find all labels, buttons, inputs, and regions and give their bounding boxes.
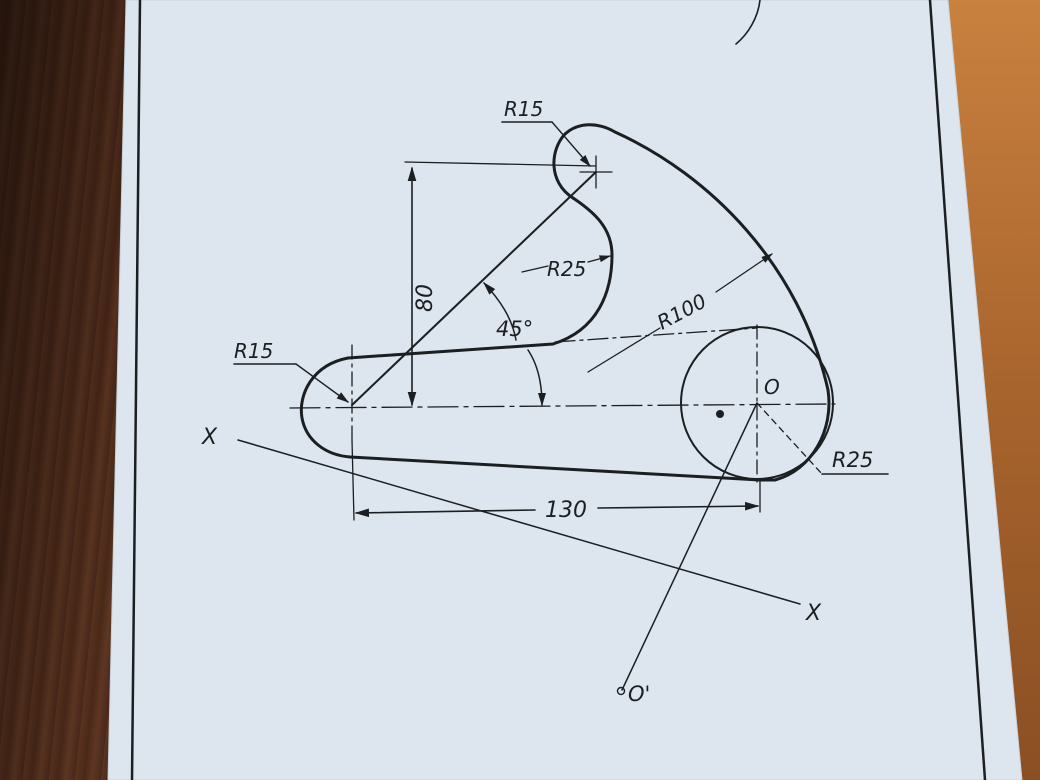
- frame-border-right: [928, 0, 987, 780]
- point-o-prime-marker: [616, 686, 626, 696]
- label-r15-left: R15: [234, 339, 273, 363]
- frame-border-left: [130, 0, 142, 780]
- angle-45-arcs: [483, 282, 547, 407]
- label-axis-x-right: X: [805, 601, 822, 626]
- label-point-o: O: [764, 375, 780, 399]
- dimension-80: [404, 161, 597, 407]
- line-o-oprime: [621, 402, 758, 691]
- label-r15-top: R15: [504, 97, 543, 121]
- label-angle-45: 45°: [496, 317, 533, 341]
- leader-r25-right: [756, 402, 889, 475]
- leader-r25-inner: [521, 255, 612, 273]
- label-dim-80: 80: [413, 284, 438, 312]
- label-axis-x-left: X: [201, 425, 218, 450]
- leader-r15-top: [501, 121, 591, 167]
- label-dim-130: 130: [545, 498, 587, 523]
- part-outline: [299, 123, 831, 482]
- dimension-130: [351, 439, 761, 521]
- leader-r15-left: [233, 363, 350, 403]
- stray-pencil-mark: [735, 0, 761, 45]
- label-r25-inner: R25: [547, 257, 586, 281]
- leader-r100: [587, 253, 773, 373]
- label-point-o-prime: O': [628, 682, 650, 706]
- ink-dot: [716, 410, 724, 418]
- axis-line-xx: [237, 439, 801, 605]
- label-r25-right: R25: [832, 448, 873, 472]
- paper-sheet: [108, 0, 1022, 780]
- construction-line-45: [351, 171, 597, 406]
